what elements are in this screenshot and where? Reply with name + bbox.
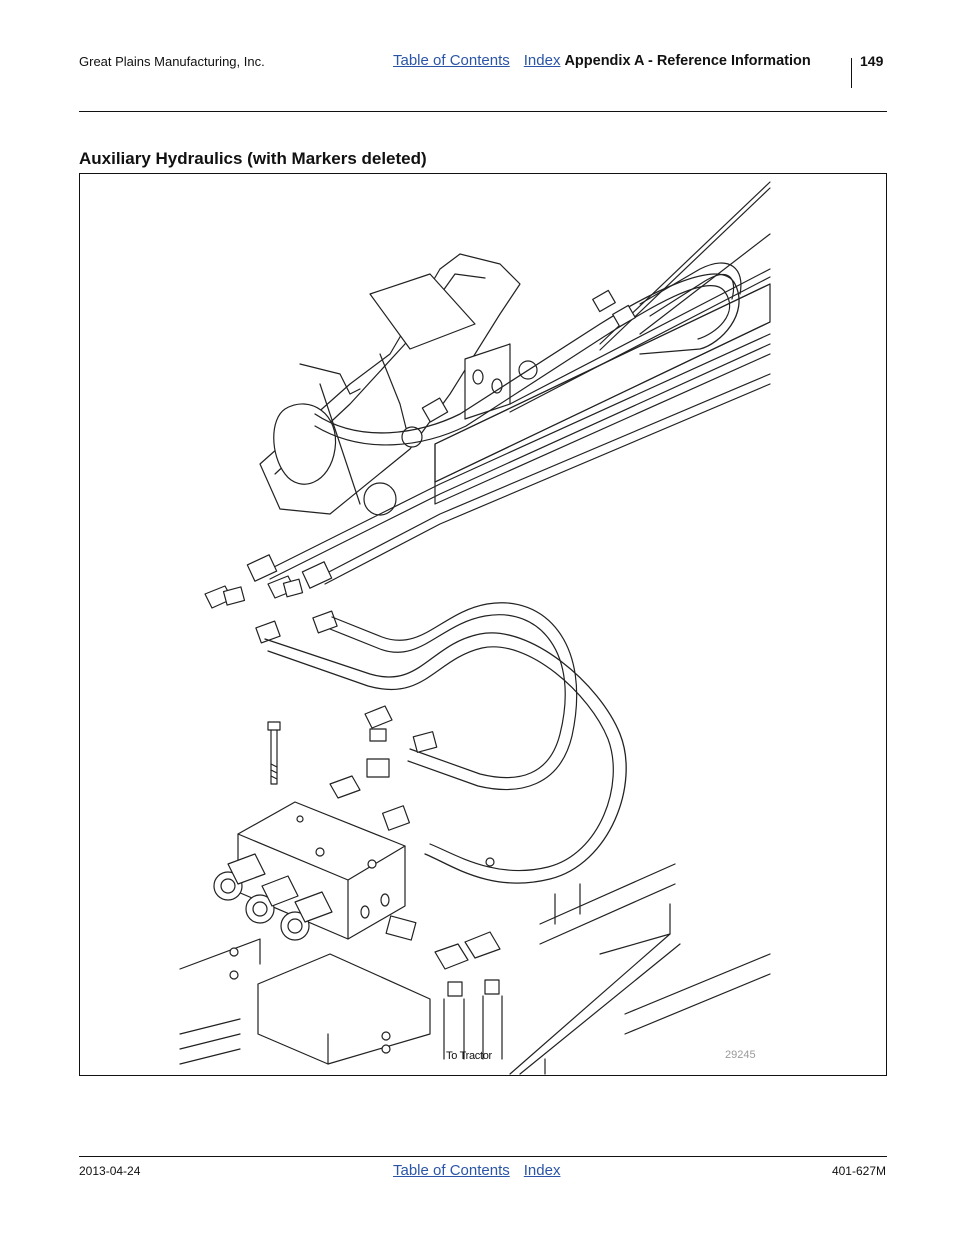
main-frame-beam bbox=[434, 181, 771, 505]
header-index-link[interactable]: Index bbox=[523, 52, 561, 69]
hydraulics-diagram bbox=[179, 181, 771, 1075]
upper-hose-loops bbox=[314, 262, 742, 446]
doc-number: 401-627M bbox=[831, 1164, 886, 1178]
u-hose-loops bbox=[264, 602, 627, 884]
footer-toc-link[interactable]: Table of Contents bbox=[393, 1162, 510, 1179]
lower-frame bbox=[179, 857, 771, 1075]
section-title: Appendix A - Reference Information bbox=[564, 53, 811, 69]
hitch-bracket bbox=[259, 253, 521, 516]
mounting-plate bbox=[401, 343, 538, 448]
long-hoses bbox=[246, 333, 771, 589]
figure-frame: To Tractor 29245 bbox=[79, 173, 887, 1076]
page-title: Auxiliary Hydraulics (with Markers delet… bbox=[79, 149, 427, 168]
footer-index-link[interactable]: Index bbox=[523, 1162, 561, 1179]
figure-number: 29245 bbox=[725, 1049, 756, 1061]
footer-date: 2013-04-24 bbox=[79, 1164, 141, 1178]
page-number: 149 bbox=[860, 53, 884, 69]
header-toc-link[interactable]: Table of Contents bbox=[393, 52, 510, 69]
header-divider bbox=[851, 58, 852, 88]
valve-block bbox=[213, 801, 406, 941]
header-rule bbox=[79, 111, 887, 112]
footer-nav: Table of Contents Index bbox=[393, 1162, 574, 1179]
footer-rule bbox=[79, 1156, 887, 1157]
to-tractor-callout: To Tractor bbox=[446, 1050, 492, 1062]
lower-fittings bbox=[385, 915, 503, 1060]
bolt bbox=[267, 721, 281, 785]
elbow-fittings-left bbox=[204, 575, 338, 644]
company-name: Great Plains Manufacturing, Inc. bbox=[79, 54, 265, 69]
